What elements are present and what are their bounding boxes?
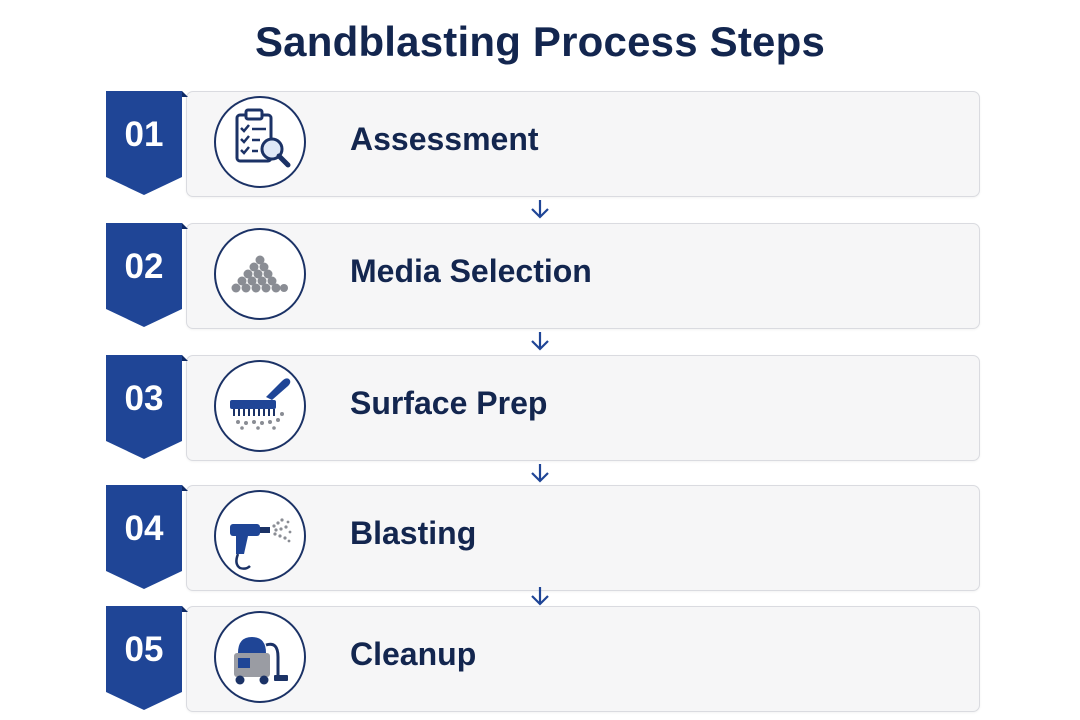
step-card [186, 606, 980, 712]
down-arrow-icon [531, 464, 549, 483]
blast-gun-icon [214, 490, 306, 582]
down-arrow-icon [531, 332, 549, 351]
step-media-selection: 02 Media Selection [106, 223, 980, 331]
step-card [186, 355, 980, 461]
down-arrow-icon [531, 200, 549, 219]
step-number: 04 [124, 509, 164, 548]
step-cleanup: 05 Cleanup [106, 606, 980, 714]
down-arrow-icon [531, 587, 549, 606]
step-number-badge: 05 [106, 606, 188, 712]
step-label: Assessment [350, 121, 539, 157]
page-title: Sandblasting Process Steps [254, 18, 826, 65]
step-number-badge: 03 [106, 355, 188, 461]
step-label: Cleanup [350, 636, 477, 672]
step-card [186, 91, 980, 197]
vacuum-icon [214, 611, 306, 703]
step-assessment: 01 Assessment [106, 91, 980, 199]
step-surface-prep: 03 Surface Pre [106, 355, 980, 463]
brush-icon [214, 360, 306, 452]
step-card [186, 223, 980, 329]
clipboard-search-icon [214, 96, 306, 188]
step-number-badge: 04 [106, 485, 188, 591]
media-pile-icon [214, 228, 306, 320]
step-number: 01 [124, 115, 164, 154]
step-label: Surface Prep [350, 385, 548, 421]
step-label: Blasting [350, 515, 477, 551]
step-number: 02 [124, 247, 164, 286]
step-blasting: 04 Blasting [106, 485, 980, 593]
step-number-badge: 01 [106, 91, 188, 197]
step-number-badge: 02 [106, 223, 188, 329]
step-label: Media Selection [350, 253, 592, 289]
step-number: 05 [124, 630, 164, 669]
step-card [186, 485, 980, 591]
step-number: 03 [124, 379, 164, 418]
